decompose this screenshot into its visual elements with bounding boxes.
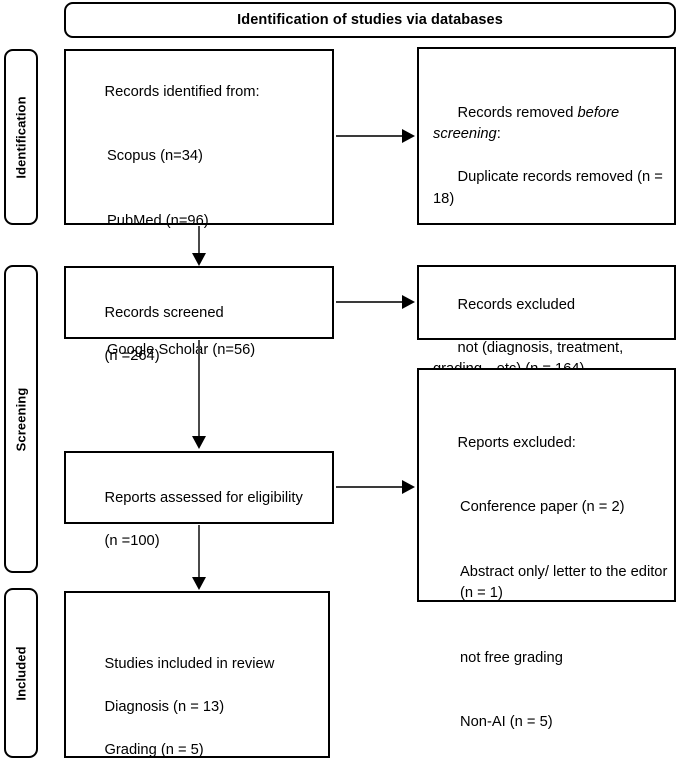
records-screened-label: Records screened [104, 304, 224, 321]
reports-assessed-count: (n =100) [104, 532, 160, 549]
box-reports-excluded: Reports excluded: Conference paper (n = … [417, 368, 676, 730]
connector-assessed-to-reports-excluded-head [402, 480, 415, 494]
records-removed-suffix: : [496, 126, 501, 142]
connector-screened-to-excluded-head [402, 295, 415, 309]
box-studies-included: Studies included in review Diagnosis (n … [64, 591, 330, 758]
records-identified-source-scopus: Scopus (n=34) [107, 148, 203, 164]
box-records-screened: Records screened (n =264) [64, 266, 334, 364]
connector-identified-to-removed-head [402, 129, 415, 143]
connector-assessed-to-included-head [192, 577, 206, 590]
box-reports-assessed: Reports assessed for eligibility (n =100… [64, 451, 334, 549]
box-records-removed-text: Records removed before screening: Duplic… [433, 81, 668, 232]
reports-assessed-label: Reports assessed for eligibility [104, 489, 303, 506]
reports-excluded-reason-conference: Conference paper (n = 2) [460, 499, 625, 515]
records-screened-count: (n =264) [104, 347, 160, 364]
phase-label-screening: Screening [4, 265, 38, 573]
records-identified-heading: Records identified from: [104, 83, 260, 100]
records-removed-duplicates: Duplicate records removed (n = 18) [433, 169, 667, 207]
records-removed-italic: before screening [433, 104, 624, 143]
box-records-removed: Records removed before screening: Duplic… [417, 47, 676, 225]
phase-label-screening-text: Screening [13, 387, 29, 451]
records-identified-source-google-scholar: Google Scholar (n=56) [107, 341, 256, 358]
connector-assessed-to-reports-excluded [336, 486, 403, 488]
connector-identified-to-screened-head [192, 253, 206, 266]
studies-included-grading: Grading (n = 5) [104, 741, 204, 758]
box-records-identified: Records identified from: Scopus (n=34) P… [64, 49, 334, 487]
connector-identified-to-screened [198, 226, 200, 256]
connector-screened-to-assessed [198, 340, 200, 438]
phase-label-included-text: Included [13, 645, 29, 701]
reports-excluded-reason-not-free-grading: not free grading [460, 649, 563, 666]
records-removed-prefix: Records removed [457, 104, 578, 121]
page-title: Identification of studies via databases [237, 12, 503, 28]
connector-identified-to-removed [336, 135, 403, 137]
phase-label-included: Included [4, 588, 38, 758]
reports-excluded-reason-abstract: Abstract only/ letter to the editor (n =… [460, 563, 672, 602]
box-reports-excluded-text: Reports excluded: Conference paper (n = … [433, 411, 668, 762]
connector-assessed-to-included [198, 525, 200, 579]
box-records-screened-text: Records screened (n =264) [80, 281, 326, 389]
phase-label-identification-text: Identification [13, 95, 29, 179]
reports-excluded-reason-non-ai: Non-AI (n = 5) [460, 714, 553, 730]
connector-screened-to-excluded [336, 301, 403, 303]
connector-screened-to-assessed-head [192, 436, 206, 449]
records-excluded-label: Records excluded [457, 296, 576, 313]
box-reports-assessed-text: Reports assessed for eligibility (n =100… [80, 466, 326, 574]
diagram-title-box: Identification of studies via databases [64, 2, 676, 38]
box-studies-included-text: Studies included in review Diagnosis (n … [80, 632, 322, 762]
records-identified-source-pubmed: PubMed (n=96) [107, 212, 209, 229]
studies-included-heading: Studies included in review [104, 655, 275, 672]
box-records-excluded: Records excluded not (diagnosis, treatme… [417, 265, 676, 377]
spacer-line [80, 404, 326, 426]
phase-label-identification: Identification [4, 49, 38, 225]
studies-included-diagnosis: Diagnosis (n = 13) [104, 698, 225, 715]
reports-excluded-heading: Reports excluded: [457, 434, 576, 451]
